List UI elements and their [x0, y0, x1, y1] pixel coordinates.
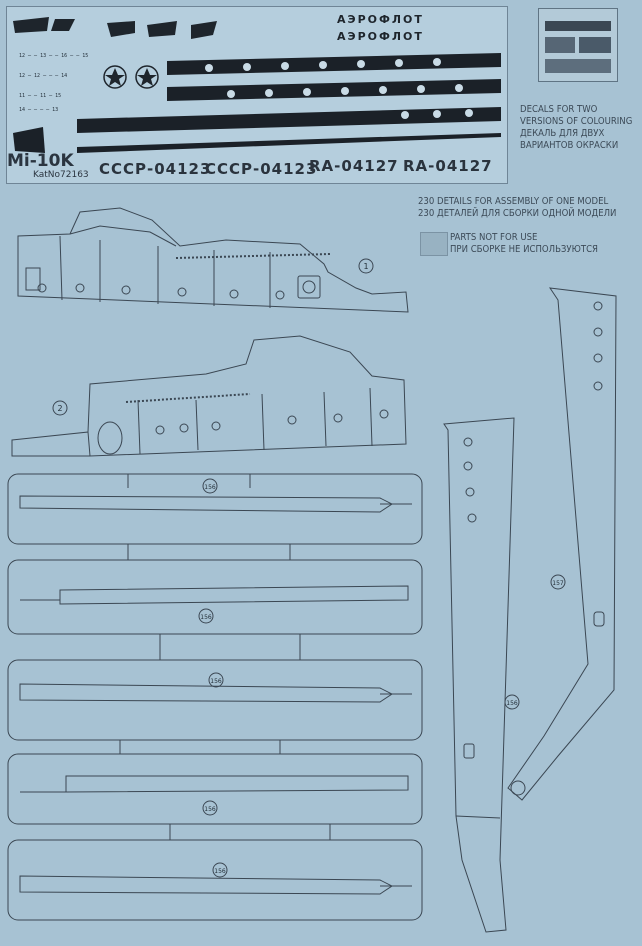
svg-text:11 ─ ─ 11 ─ 15: 11 ─ ─ 11 ─ 15 [19, 93, 61, 99]
catalog-number: KatNo72163 [33, 170, 89, 180]
callout-part-2: 2 [57, 404, 62, 413]
rotor-blade-sprue [7, 473, 423, 921]
fuselage-stripe [77, 53, 501, 153]
decal-wing-flag [13, 17, 49, 33]
callout-blade-5: 156 [214, 868, 226, 875]
landing-leg-long [507, 287, 617, 801]
details-note: 230 DETAILS FOR ASSEMBLY OF ONE MODEL 23… [418, 196, 638, 220]
not-for-use-swatch [420, 232, 448, 256]
details-note-en: 230 DETAILS FOR ASSEMBLY OF ONE MODEL [418, 196, 609, 207]
callout-leg-long: 157 [552, 580, 564, 587]
callout-blade-3: 156 [210, 678, 222, 685]
decal-artwork: 12 ─ ─ 13 ─ ─ 16 ─ ─ 15 12 ─ 12 ─ ─ ─ 14… [13, 17, 501, 153]
not-for-use-legend: PARTS NOT FOR USE ПРИ СБОРКЕ НЕ ИСПОЛЬЗУ… [450, 232, 640, 256]
fuselage-half-right [17, 207, 409, 313]
svg-text:12 ─ 12 ─ ─ ─ 14: 12 ─ 12 ─ ─ ─ 14 [19, 73, 67, 79]
svg-text:14 ─ ─ ─ ─ 13: 14 ─ ─ ─ ─ 13 [19, 107, 58, 113]
instrument-sprue [538, 8, 618, 82]
decals-note-line-2: VERSIONS OF COLOURING [520, 116, 633, 127]
decals-note-line-1: DECALS FOR TWO [520, 104, 598, 115]
airline-title-2: АЭРОФЛОТ [337, 30, 424, 43]
details-note-ru: 230 ДЕТАЛЕЙ ДЛЯ СБОРКИ ОДНОЙ МОДЕЛИ [418, 208, 617, 219]
star-emblem-icon [103, 65, 159, 89]
model-name: Mi-10K [7, 151, 74, 171]
callout-blade-2: 156 [200, 614, 212, 621]
callout-leg-short: 156 [506, 700, 518, 707]
decal-sheet: 12 ─ ─ 13 ─ ─ 16 ─ ─ 15 12 ─ 12 ─ ─ ─ 14… [6, 6, 508, 184]
callout-blade-1: 156 [204, 484, 216, 491]
decals-note: DECALS FOR TWO VERSIONS OF COLOURING ДЕК… [520, 104, 638, 152]
registration-2: СССР-04123 [205, 160, 318, 178]
decals-note-line-4: ВАРИАНТОВ ОКРАСКИ [520, 140, 619, 151]
registration-1: СССР-04123 [99, 160, 212, 178]
airline-title-1: АЭРОФЛОТ [337, 13, 424, 26]
callout-blade-4: 156 [204, 806, 216, 813]
svg-text:12 ─ ─ 13 ─ ─ 16 ─ ─ 15: 12 ─ ─ 13 ─ ─ 16 ─ ─ 15 [19, 53, 88, 59]
not-for-use-ru: ПРИ СБОРКЕ НЕ ИСПОЛЬЗУЮТСЯ [450, 244, 598, 255]
registration-4: RA-04127 [403, 157, 493, 175]
landing-leg-short [443, 417, 515, 933]
callout-part-1: 1 [363, 262, 368, 271]
registration-3: RA-04127 [309, 157, 399, 175]
fuselage-half-left [11, 335, 407, 457]
not-for-use-en: PARTS NOT FOR USE [450, 232, 538, 243]
decals-note-line-3: ДЕКАЛЬ ДЛЯ ДВУХ [520, 128, 605, 139]
